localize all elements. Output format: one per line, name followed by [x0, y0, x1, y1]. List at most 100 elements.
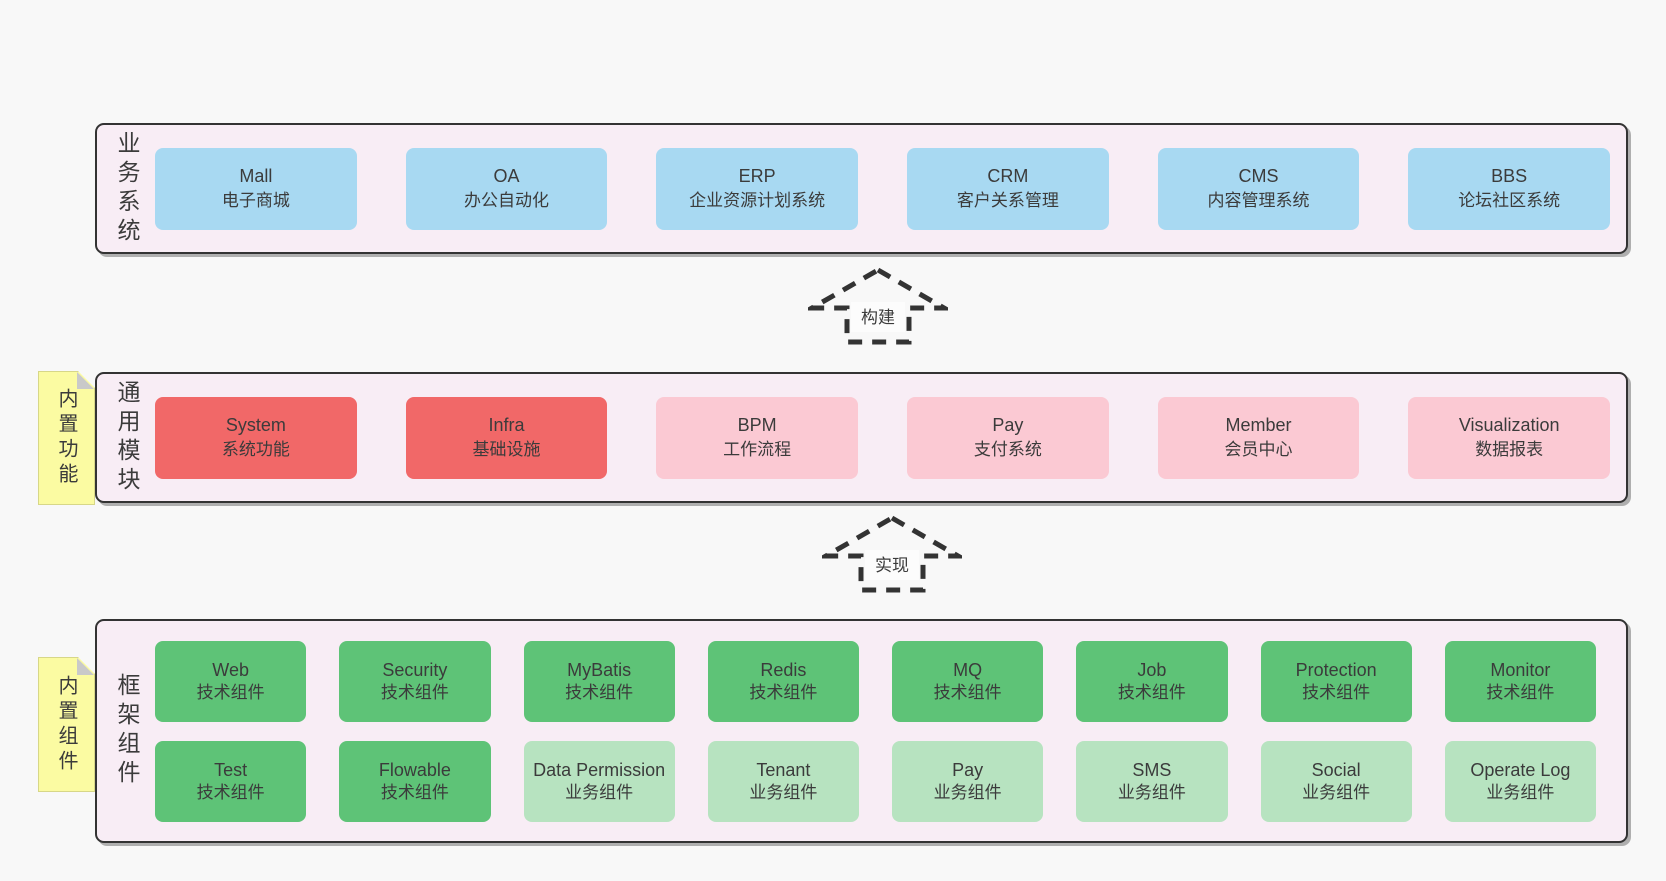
box-bbs: BBS 论坛社区系统: [1408, 147, 1611, 230]
box-mybatis: MyBatis 技术组件: [523, 641, 675, 722]
box-subtitle: 业务组件: [1302, 783, 1371, 803]
box-subtitle: 内容管理系统: [1207, 191, 1310, 211]
box-title: Web: [212, 659, 249, 680]
box-subtitle: 工作流程: [723, 440, 792, 460]
box-title: OA: [493, 166, 520, 187]
component-row-1: Web 技术组件 Security 技术组件 MyBatis 技术组件 Redi…: [155, 641, 1596, 722]
box-subtitle: 业务组件: [565, 783, 634, 803]
box-subtitle: 技术组件: [933, 683, 1002, 703]
box-subtitle: 技术组件: [1302, 683, 1371, 703]
box-title: Redis: [760, 659, 807, 680]
layer-framework-components: 框架组件 Web 技术组件 Security 技术组件 MyBatis 技术组件…: [95, 619, 1628, 843]
box-title: BBS: [1491, 166, 1528, 187]
layer-label: 通用模块: [114, 379, 140, 496]
box-subtitle: 系统功能: [221, 440, 290, 460]
arrow-label-backdrop: [851, 302, 905, 332]
box-bpm: BPM 工作流程: [656, 396, 859, 479]
box-title: Protection: [1295, 659, 1377, 680]
box-pay-system: Pay 支付系统: [907, 396, 1109, 479]
arrow-label: 实现: [875, 556, 909, 575]
box-oa: OA 办公自动化: [405, 147, 608, 230]
box-subtitle: 电子商城: [221, 191, 290, 211]
arrow-label-backdrop: [865, 550, 919, 580]
box-title: Tenant: [756, 759, 811, 780]
dashed-up-arrow-build: 构建: [808, 267, 948, 345]
box-subtitle: 业务组件: [933, 783, 1002, 803]
box-subtitle: 技术组件: [1117, 683, 1186, 703]
box-member: Member 会员中心: [1157, 396, 1360, 479]
arrow-outline: [822, 515, 962, 593]
box-title: BPM: [737, 415, 777, 436]
sticky-note-label: 内置组件: [55, 674, 77, 775]
layer-label: 框架组件: [114, 673, 140, 789]
box-title: Monitor: [1490, 659, 1551, 680]
box-tenant: Tenant 业务组件: [707, 741, 859, 822]
box-subtitle: 基础设施: [472, 440, 541, 460]
box-title: Job: [1137, 659, 1167, 680]
box-cms: CMS 内容管理系统: [1157, 147, 1360, 230]
box-title: MyBatis: [567, 659, 632, 680]
box-pay-component: Pay 业务组件: [892, 741, 1044, 822]
sticky-note-label: 内置功能: [55, 388, 77, 488]
box-title: CRM: [987, 166, 1029, 187]
layer-business-systems: 业务系统 Mall 电子商城 OA 办公自动化 ERP 企业资源计划系统 CRM…: [95, 123, 1628, 254]
component-grid: Web 技术组件 Security 技术组件 MyBatis 技术组件 Redi…: [155, 641, 1596, 822]
box-subtitle: 技术组件: [196, 683, 265, 703]
box-subtitle: 数据报表: [1475, 440, 1544, 460]
arrow-label: 构建: [861, 308, 895, 327]
box-title: Social: [1311, 759, 1361, 780]
sticky-note-built-in-features: 内置功能: [38, 371, 95, 505]
box-monitor: Monitor 技术组件: [1444, 641, 1596, 722]
box-operate-log: Operate Log 业务组件: [1444, 741, 1596, 822]
box-title: Mall: [239, 166, 273, 187]
box-title: Infra: [488, 415, 525, 436]
box-title: Operate Log: [1470, 759, 1571, 780]
box-mq: MQ 技术组件: [892, 641, 1044, 722]
box-title: Pay: [992, 415, 1024, 436]
box-subtitle: 业务组件: [1117, 783, 1186, 803]
sticky-note-built-in-components: 内置组件: [38, 657, 95, 792]
box-subtitle: 技术组件: [565, 683, 634, 703]
box-subtitle: 会员中心: [1224, 440, 1293, 460]
box-subtitle: 技术组件: [380, 683, 449, 703]
box-title: Security: [382, 659, 448, 680]
box-title: Member: [1225, 415, 1292, 436]
box-row: System 系统功能 Infra 基础设施 BPM 工作流程 Pay 支付系统…: [155, 374, 1611, 501]
box-job: Job 技术组件: [1076, 641, 1228, 722]
box-crm: CRM 客户关系管理: [907, 147, 1109, 230]
box-redis: Redis 技术组件: [707, 641, 859, 722]
box-subtitle: 技术组件: [1486, 683, 1555, 703]
box-subtitle: 办公自动化: [464, 191, 549, 211]
box-subtitle: 支付系统: [973, 440, 1042, 460]
box-subtitle: 业务组件: [749, 783, 818, 803]
box-title: CMS: [1238, 166, 1279, 187]
box-flowable: Flowable 技术组件: [339, 741, 491, 822]
box-title: Pay: [952, 759, 984, 780]
box-subtitle: 论坛社区系统: [1458, 191, 1561, 211]
box-title: Visualization: [1458, 415, 1560, 436]
box-title: Data Permission: [533, 759, 666, 780]
box-web: Web 技术组件: [155, 641, 307, 722]
box-subtitle: 客户关系管理: [956, 191, 1059, 211]
box-mall: Mall 电子商城: [155, 147, 357, 230]
box-title: SMS: [1132, 759, 1172, 780]
box-subtitle: 技术组件: [196, 783, 265, 803]
box-subtitle: 企业资源计划系统: [689, 191, 826, 211]
box-test: Test 技术组件: [155, 741, 307, 822]
box-security: Security 技术组件: [339, 641, 491, 722]
box-title: System: [225, 415, 286, 436]
box-protection: Protection 技术组件: [1260, 641, 1412, 722]
box-erp: ERP 企业资源计划系统: [656, 147, 859, 230]
box-title: Test: [214, 759, 248, 780]
box-data-permission: Data Permission 业务组件: [523, 741, 675, 822]
box-sms: SMS 业务组件: [1076, 741, 1228, 822]
component-row-2: Test 技术组件 Flowable 技术组件 Data Permission …: [155, 741, 1596, 822]
dashed-up-arrow-implement: 实现: [822, 515, 962, 593]
layer-common-modules: 通用模块 System 系统功能 Infra 基础设施 BPM 工作流程 Pay…: [95, 372, 1628, 503]
box-subtitle: 技术组件: [749, 683, 818, 703]
box-subtitle: 技术组件: [380, 783, 449, 803]
folded-corner: [77, 372, 94, 389]
folded-corner: [77, 658, 94, 675]
box-infra: Infra 基础设施: [405, 396, 608, 479]
box-row: Mall 电子商城 OA 办公自动化 ERP 企业资源计划系统 CRM 客户关系…: [155, 125, 1611, 252]
